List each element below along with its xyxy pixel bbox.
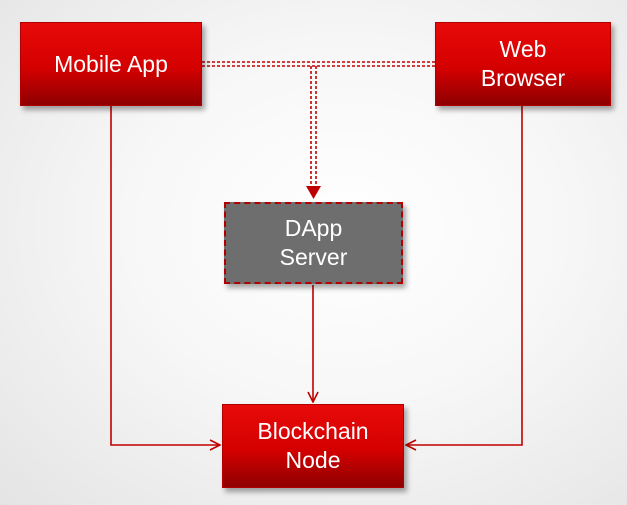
- blockchain-node-label: Blockchain Node: [257, 418, 369, 473]
- arrow-mobile-to-blockchain: [110, 106, 220, 445]
- dapp-server-label: DApp Server: [279, 215, 348, 270]
- mobile-app-node: Mobile App: [20, 22, 202, 106]
- arrow-browser-to-blockchain: [406, 106, 523, 445]
- mobile-app-label: Mobile App: [54, 50, 168, 77]
- web-browser-node: Web Browser: [435, 22, 611, 106]
- web-browser-label: Web Browser: [480, 36, 566, 91]
- dapp-server-node: DApp Server: [224, 202, 403, 284]
- dashed-arrow-to-dapp-server: [306, 66, 321, 199]
- dashed-link-mobile-browser: [202, 61, 435, 67]
- blockchain-node: Blockchain Node: [222, 404, 404, 488]
